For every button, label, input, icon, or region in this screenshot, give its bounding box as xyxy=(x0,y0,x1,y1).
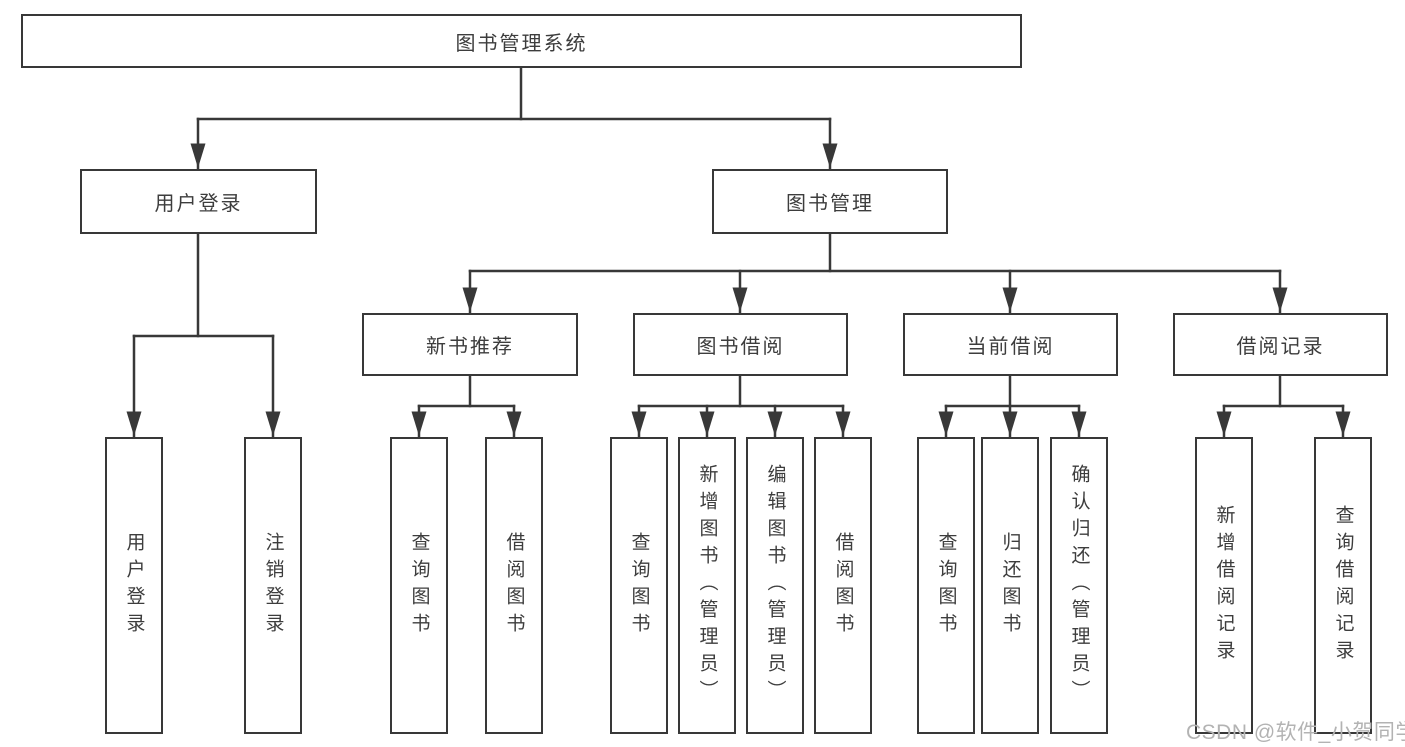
node-leaf-query-books-3: 查询图书 xyxy=(917,437,975,734)
node-module-book-management: 图书管理 xyxy=(712,169,948,234)
node-label: 图书管理系统 xyxy=(455,32,588,55)
node-leaf-logout: 注销登录 xyxy=(244,437,302,734)
node-system-root: 图书管理系统 xyxy=(21,14,1022,68)
node-label: 借阅记录 xyxy=(1236,336,1325,358)
node-leaf-user-login: 用户登录 xyxy=(105,437,163,734)
csdn-watermark: CSDN @软件_小贺同学 xyxy=(1186,721,1405,744)
node-module-current-borrow: 当前借阅 xyxy=(903,313,1118,376)
node-leaf-borrow-books-2: 借阅图书 xyxy=(814,437,872,734)
node-leaf-query-books-1: 查询图书 xyxy=(390,437,448,734)
node-label: 查询图书 xyxy=(408,531,430,640)
node-label: 图书管理 xyxy=(786,193,874,215)
node-label: 新增图书（管理员） xyxy=(696,464,718,707)
node-label: 归还图书 xyxy=(999,531,1021,640)
node-label: 查询图书 xyxy=(628,531,650,640)
node-module-user-login: 用户登录 xyxy=(80,169,317,234)
node-label: 确认归还（管理员） xyxy=(1068,464,1090,707)
node-label: 用户登录 xyxy=(154,193,243,215)
node-label: 用户登录 xyxy=(123,531,145,640)
node-leaf-query-books-2: 查询图书 xyxy=(610,437,668,734)
node-label: 图书借阅 xyxy=(696,336,785,358)
node-module-new-book-recommend: 新书推荐 xyxy=(362,313,578,376)
node-leaf-borrow-books-1: 借阅图书 xyxy=(485,437,543,734)
node-label: 借阅图书 xyxy=(832,531,854,640)
node-label: 新书推荐 xyxy=(426,336,514,358)
node-leaf-edit-books-admin: 编辑图书（管理员） xyxy=(746,437,804,734)
node-label: 借阅图书 xyxy=(503,531,525,640)
node-label: 编辑图书（管理员） xyxy=(764,464,786,707)
node-label: 查询借阅记录 xyxy=(1332,504,1354,667)
node-label: 注销登录 xyxy=(262,531,284,640)
node-label: 新增借阅记录 xyxy=(1213,504,1235,667)
node-label: 查询图书 xyxy=(935,531,957,640)
node-leaf-add-borrow-record: 新增借阅记录 xyxy=(1195,437,1253,734)
node-leaf-return-books: 归还图书 xyxy=(981,437,1039,734)
node-module-book-borrow: 图书借阅 xyxy=(633,313,848,376)
node-label: 当前借阅 xyxy=(966,336,1055,358)
node-leaf-query-borrow-record: 查询借阅记录 xyxy=(1314,437,1372,734)
node-leaf-confirm-return-admin: 确认归还（管理员） xyxy=(1050,437,1108,734)
node-module-borrow-records: 借阅记录 xyxy=(1173,313,1388,376)
node-leaf-add-books-admin: 新增图书（管理员） xyxy=(678,437,736,734)
